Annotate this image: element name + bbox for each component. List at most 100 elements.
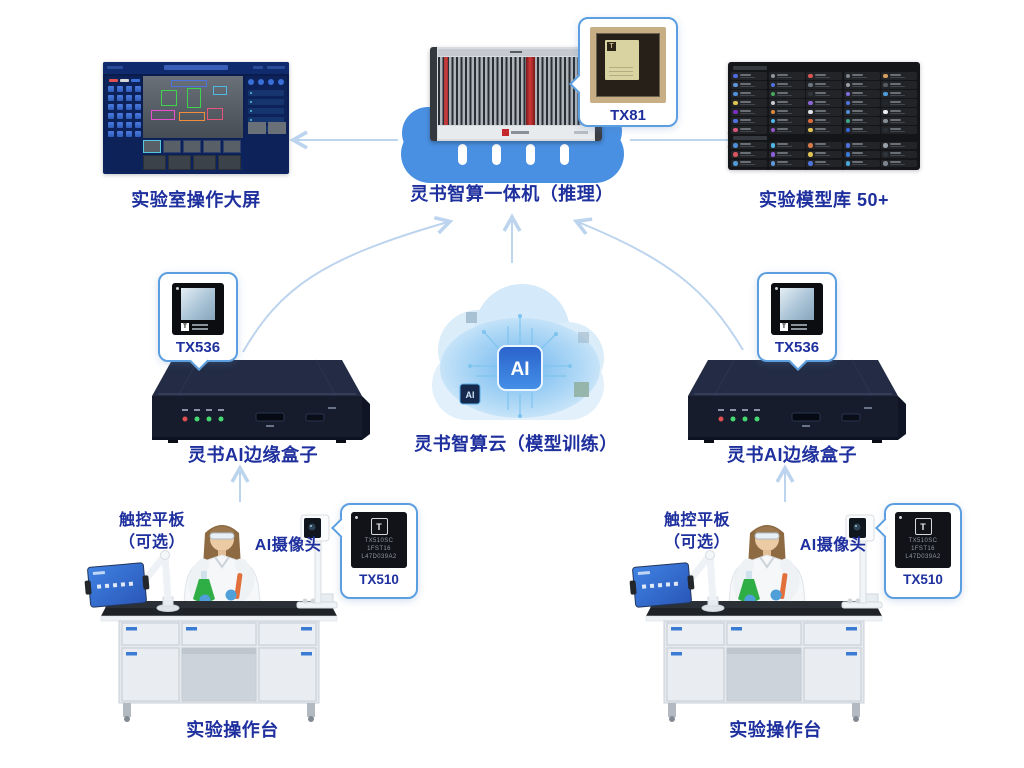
model-desc-bar — [852, 130, 867, 132]
model-text — [777, 152, 792, 157]
video-thumbnail — [218, 155, 241, 170]
model-card — [731, 117, 767, 125]
model-icon — [845, 100, 850, 105]
model-text — [814, 100, 830, 105]
event-row — [248, 99, 284, 105]
model-name-bar — [852, 82, 863, 85]
model-name-bar — [852, 109, 863, 112]
model-desc-bar — [852, 121, 867, 123]
arrow-edgeright-to-server — [578, 222, 744, 351]
model-name-bar — [852, 143, 863, 146]
camera-icon — [108, 113, 114, 119]
model-card — [768, 90, 805, 98]
circuit-traces — [470, 316, 570, 416]
model-text — [889, 118, 905, 123]
model-card — [843, 99, 880, 107]
model-icon — [770, 109, 775, 114]
model-card — [731, 108, 767, 116]
model-card — [881, 81, 917, 89]
video-thumbnail — [163, 140, 181, 153]
model-card — [843, 159, 880, 167]
model-library-screenshot — [728, 62, 920, 170]
model-icon — [883, 127, 888, 132]
edge-box-left — [151, 359, 371, 444]
model-icon — [845, 109, 850, 114]
model-card — [806, 168, 842, 170]
model-icon — [770, 118, 775, 123]
model-card — [881, 126, 917, 134]
model-text — [739, 118, 755, 123]
camera-icon — [126, 131, 132, 137]
model-card — [731, 150, 767, 158]
model-card — [768, 126, 805, 134]
dashboard-header-bar — [107, 66, 123, 69]
model-text — [739, 91, 755, 96]
model-icon — [883, 161, 888, 166]
model-icon — [770, 91, 775, 96]
model-text — [739, 152, 755, 157]
model-card — [843, 108, 880, 116]
dashboard-label: 实验室操作大屏 — [131, 190, 261, 210]
model-name-bar — [814, 100, 826, 103]
model-icon — [883, 82, 888, 87]
model-icon — [808, 100, 813, 105]
model-card — [843, 117, 880, 125]
model-desc-bar — [852, 146, 867, 148]
model-name-bar — [777, 100, 788, 103]
tablet-label-line2: （可选） — [118, 534, 185, 551]
model-text — [777, 118, 792, 123]
detection-bbox — [213, 86, 227, 95]
model-icon — [808, 127, 813, 132]
training-cloud-label: 灵书智算云（模型训练） — [414, 434, 618, 454]
model-text — [889, 161, 905, 166]
model-text — [889, 73, 905, 78]
server-label: 灵书智算一体机（推理） — [410, 184, 614, 204]
arrow-edgeleft-to-server — [242, 222, 448, 353]
server-red-stripe — [526, 57, 535, 125]
dashboard-title-bar — [164, 65, 228, 70]
tablet-label-left: 触控平板 （可选） — [77, 510, 227, 554]
tx536-chip-name: TX536 — [774, 339, 820, 356]
model-text — [777, 127, 792, 132]
model-desc-bar — [777, 121, 792, 123]
camera-icon — [117, 86, 123, 92]
model-text — [777, 91, 792, 96]
model-name-bar — [889, 109, 901, 112]
model-card — [768, 108, 805, 116]
model-card — [843, 126, 880, 134]
model-name-bar — [777, 91, 788, 94]
model-name-bar — [739, 91, 751, 94]
model-icon — [733, 143, 738, 148]
model-desc-bar — [814, 164, 830, 166]
camera-label-right: AI摄像头 — [799, 537, 867, 554]
camera-icon — [117, 113, 123, 119]
model-card — [768, 99, 805, 107]
model-desc-bar — [739, 146, 755, 148]
model-name-bar — [852, 127, 863, 130]
model-icon — [808, 73, 813, 78]
model-name-bar — [852, 118, 863, 121]
ai-small-chip-text: AI — [466, 390, 475, 400]
model-desc-bar — [889, 121, 905, 123]
camera-icon — [108, 86, 114, 92]
model-desc-bar — [739, 103, 755, 105]
ai-chip — [497, 345, 543, 391]
model-desc-bar — [889, 103, 905, 105]
tablet-label-line2: （可选） — [663, 534, 730, 551]
dashboard-camera-icon-grid — [108, 86, 141, 137]
model-icon — [770, 100, 775, 105]
model-name-bar — [739, 118, 751, 121]
model-card — [806, 150, 842, 158]
model-text — [814, 127, 830, 132]
tx536-left-callout: T TX536 — [158, 272, 238, 371]
video-thumbnail — [203, 140, 221, 153]
model-icon — [883, 143, 888, 148]
chip-pin1-dot — [355, 516, 358, 519]
model-icon — [845, 91, 850, 96]
model-text — [777, 161, 792, 166]
model-card — [731, 90, 767, 98]
model-text — [814, 109, 830, 114]
model-text — [852, 118, 867, 123]
model-icon — [883, 100, 888, 105]
